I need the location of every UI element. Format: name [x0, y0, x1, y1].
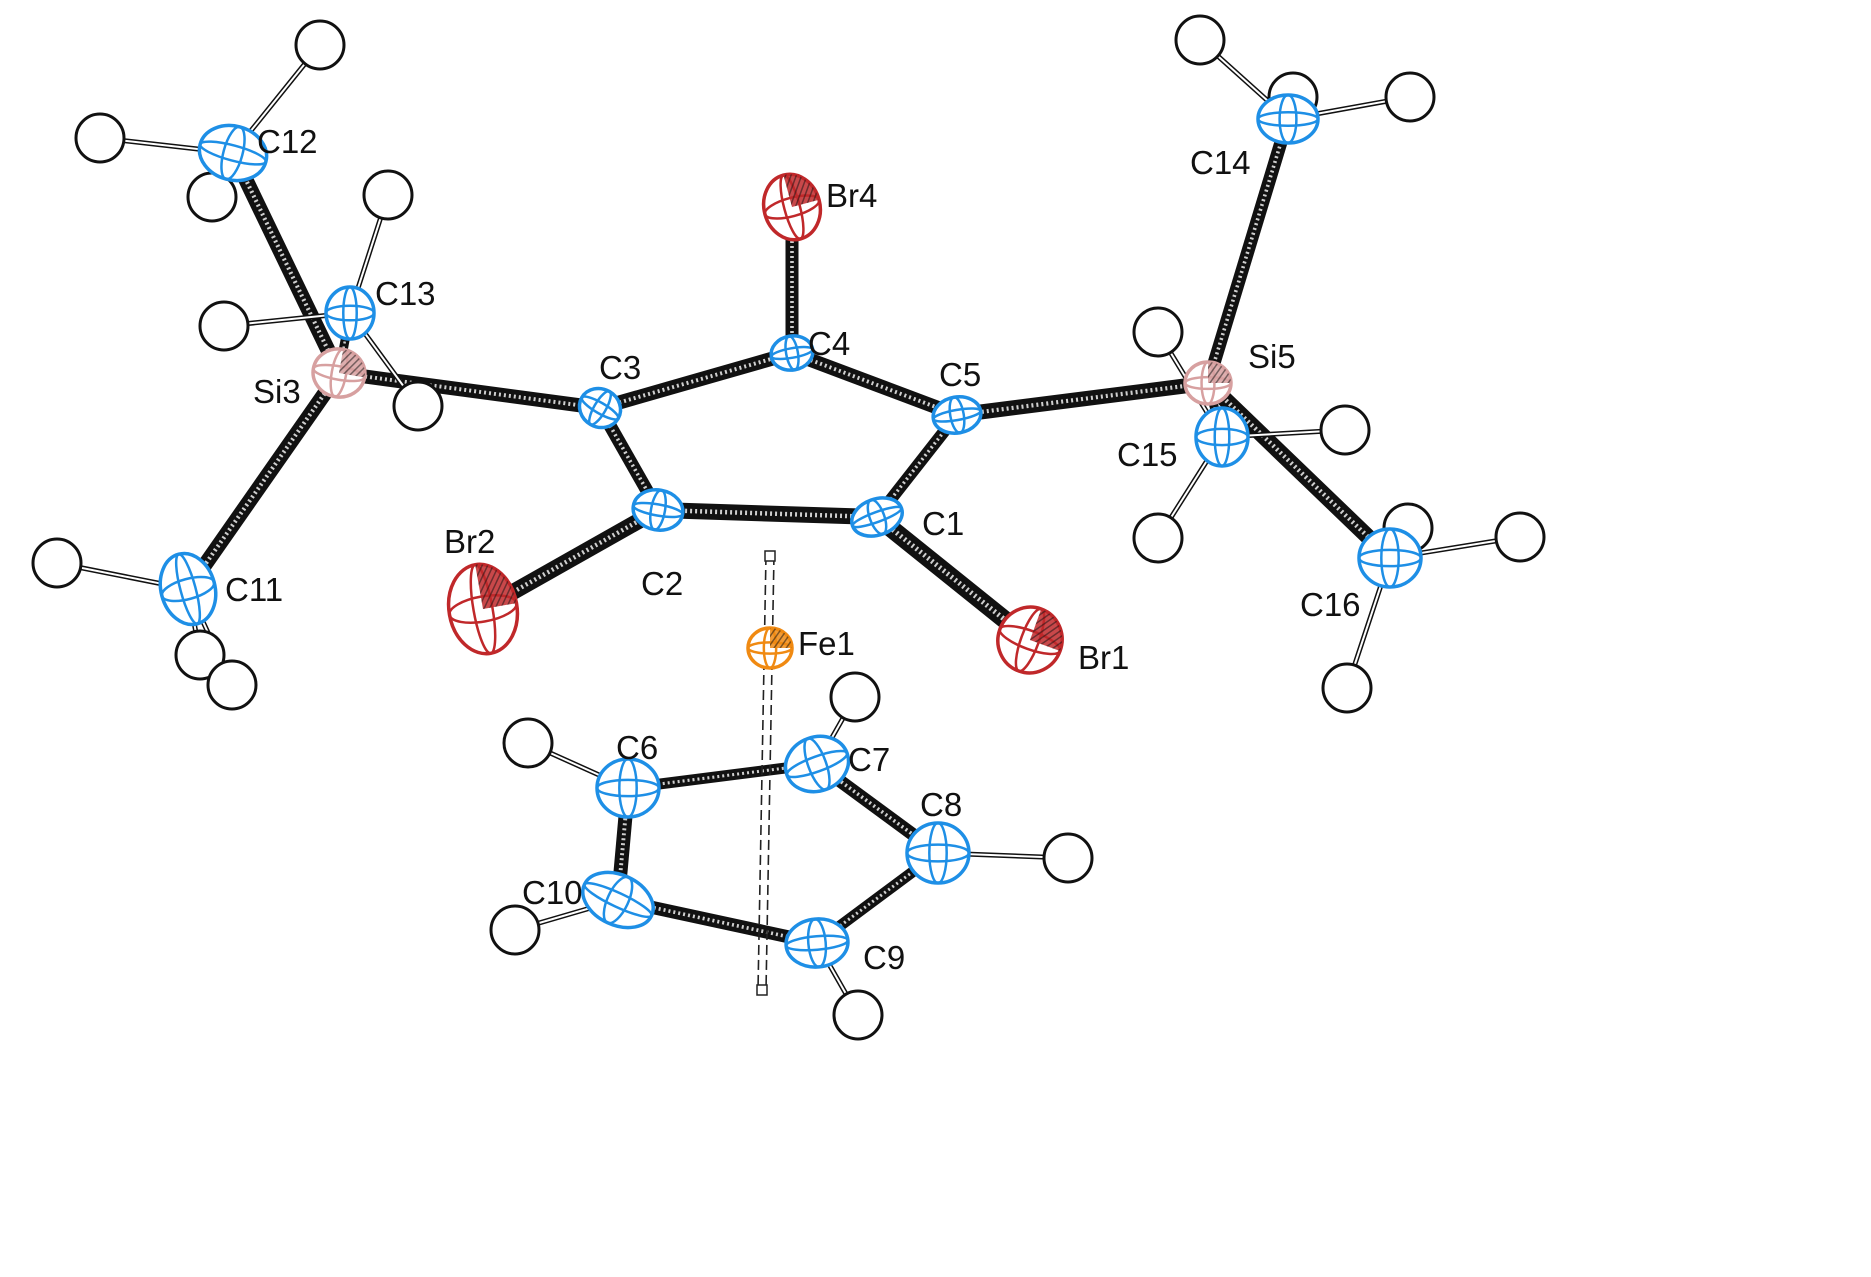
label-c15: C15	[1117, 436, 1178, 473]
atom-c13	[324, 285, 376, 341]
centroid-link-layer	[756, 550, 776, 996]
label-fe1: Fe1	[798, 625, 855, 662]
heavy-atoms-layer	[158, 93, 1423, 969]
label-c5: C5	[939, 356, 981, 393]
centroid-link	[757, 554, 775, 991]
atom-c16	[1357, 527, 1423, 589]
label-br1: Br1	[1078, 639, 1129, 676]
label-c1: C1	[922, 505, 964, 542]
label-c11: C11	[225, 571, 283, 608]
label-c14: C14	[1190, 144, 1251, 181]
atom-h-1	[294, 19, 346, 71]
atom-si3	[311, 347, 367, 399]
atom-h-14	[1319, 404, 1371, 456]
label-c4: C4	[808, 325, 850, 362]
label-c8: C8	[920, 786, 962, 823]
label-si5: Si5	[1248, 338, 1296, 375]
atom-c12	[197, 123, 269, 183]
atom-h-5	[198, 300, 250, 352]
atom-h-6	[392, 380, 444, 432]
atom-h-18	[1321, 662, 1373, 714]
bond-c5-si5	[956, 375, 1209, 423]
atom-h-4	[362, 169, 414, 221]
atom-h-21	[1042, 832, 1094, 884]
bond-c1-c2	[657, 502, 878, 525]
label-c6: C6	[616, 729, 658, 766]
label-br2: Br2	[444, 523, 495, 560]
atom-c4	[769, 334, 815, 372]
atom-c1	[850, 496, 904, 538]
label-c10: C10	[522, 874, 583, 911]
label-br4: Br4	[826, 177, 877, 214]
atom-br2	[446, 562, 520, 656]
bond-c4-c5	[789, 346, 960, 422]
atom-h-15	[1132, 512, 1184, 564]
atom-c8	[905, 821, 971, 885]
atom-c5	[931, 395, 983, 435]
label-c3: C3	[599, 349, 641, 386]
atom-h-22	[832, 989, 884, 1041]
label-c2: C2	[641, 565, 683, 602]
atom-h-13	[1132, 306, 1184, 358]
bond-c3-c4	[598, 346, 794, 415]
atom-h-23	[489, 904, 541, 956]
label-c16: C16	[1300, 586, 1361, 623]
atom-si5	[1183, 360, 1233, 406]
atom-c3	[577, 386, 623, 430]
atom-c7	[783, 734, 851, 794]
label-si3: Si3	[253, 373, 301, 410]
atom-br1	[996, 605, 1064, 675]
bond-c3-si3	[338, 366, 601, 415]
atom-c14	[1256, 93, 1320, 145]
bond-si3-c12	[226, 149, 346, 377]
atom-c10	[581, 870, 655, 930]
atom-c6	[595, 757, 661, 819]
atom-fe1	[746, 626, 794, 670]
label-c12: C12	[257, 123, 318, 160]
bond-si5-c14	[1201, 117, 1295, 385]
bond-si5-c16	[1202, 377, 1396, 564]
centroid-marker-top	[764, 550, 776, 562]
atom-h-8	[174, 629, 226, 681]
atom-br4	[761, 172, 823, 242]
atom-h-11	[1384, 71, 1436, 123]
atom-h-10	[1174, 14, 1226, 66]
bond-si3-c11	[181, 368, 346, 594]
hydrogen-atoms-layer	[31, 14, 1546, 1041]
atom-h-19	[502, 717, 554, 769]
bonds-layer	[181, 117, 1396, 950]
centroid-marker-bottom	[756, 984, 768, 996]
atom-h-2	[74, 112, 126, 164]
atom-h-20	[829, 671, 881, 723]
label-c9: C9	[863, 939, 905, 976]
atom-c9	[784, 917, 850, 969]
label-c13: C13	[375, 275, 436, 312]
atom-c15	[1194, 406, 1250, 468]
atom-h-7	[31, 537, 83, 589]
atom-h-9	[206, 659, 258, 711]
atom-h-17	[1494, 511, 1546, 563]
atom-c11	[158, 551, 218, 627]
atom-c2	[631, 488, 685, 532]
label-c7: C7	[848, 741, 890, 778]
